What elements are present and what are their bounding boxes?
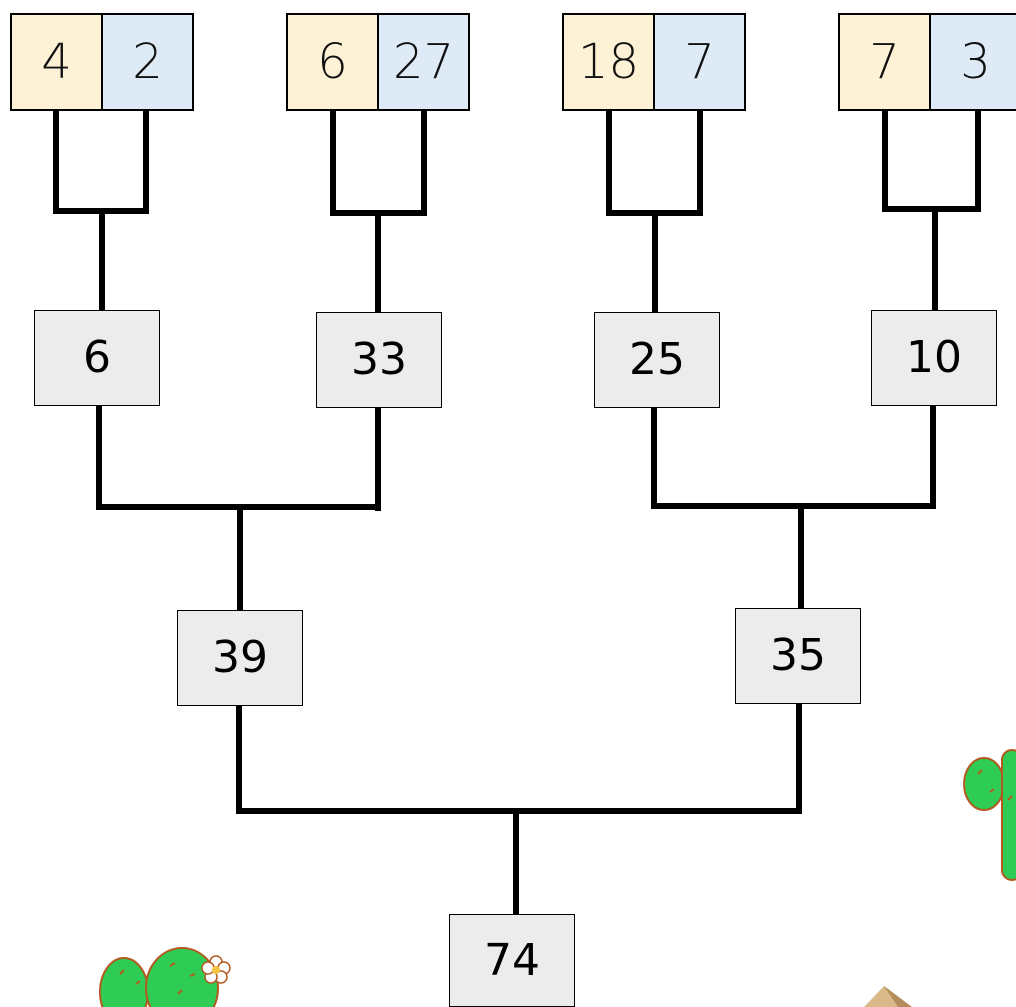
leaf-value-left: 4	[12, 15, 103, 109]
cactus-icon	[963, 749, 1016, 881]
root-sum-box: 74	[449, 914, 575, 1007]
leaf-pair-1: 4 2	[10, 13, 194, 111]
connector-line	[236, 808, 802, 814]
connector-line	[606, 210, 703, 216]
sum-box-level2: 35	[735, 608, 861, 704]
connector-line	[143, 111, 149, 214]
connector-line	[96, 406, 102, 509]
connector-line	[882, 111, 888, 212]
connector-line	[513, 814, 519, 914]
connector-line	[96, 504, 381, 510]
sum-box-level1: 33	[316, 312, 442, 408]
leaf-value-right: 27	[379, 15, 468, 109]
leaf-value-left: 7	[840, 15, 931, 109]
connector-line	[53, 208, 149, 214]
connector-line	[932, 212, 938, 310]
connector-line	[697, 111, 703, 216]
connector-line	[606, 111, 612, 216]
connector-line	[651, 503, 936, 509]
connector-line	[330, 210, 427, 216]
cactus-icon	[99, 947, 231, 1007]
leaf-value-left: 6	[288, 15, 379, 109]
connector-line	[330, 111, 336, 216]
connector-line	[930, 406, 936, 509]
connector-line	[421, 111, 427, 216]
leaf-pair-3: 18 7	[562, 13, 746, 111]
leaf-value-left: 18	[564, 15, 655, 109]
connector-line	[236, 706, 242, 814]
leaf-pair-4: 7 3	[838, 13, 1016, 111]
connector-line	[99, 214, 105, 310]
connector-line	[375, 408, 381, 511]
sum-box-level1: 25	[594, 312, 720, 408]
connector-line	[652, 216, 658, 312]
connector-line	[798, 509, 804, 609]
pyramid-icon	[864, 986, 912, 1007]
connector-line	[375, 216, 381, 312]
sum-box-level1: 6	[34, 310, 160, 406]
connector-line	[651, 408, 657, 509]
leaf-value-right: 3	[931, 15, 1016, 109]
connector-line	[882, 206, 981, 212]
connector-line	[975, 111, 981, 212]
connector-line	[796, 704, 802, 814]
connector-line	[53, 111, 59, 214]
connector-line	[237, 510, 243, 610]
sum-box-level2: 39	[177, 610, 303, 706]
sum-box-level1: 10	[871, 310, 997, 406]
leaf-value-right: 7	[655, 15, 744, 109]
leaf-value-right: 2	[103, 15, 192, 109]
leaf-pair-2: 6 27	[286, 13, 470, 111]
